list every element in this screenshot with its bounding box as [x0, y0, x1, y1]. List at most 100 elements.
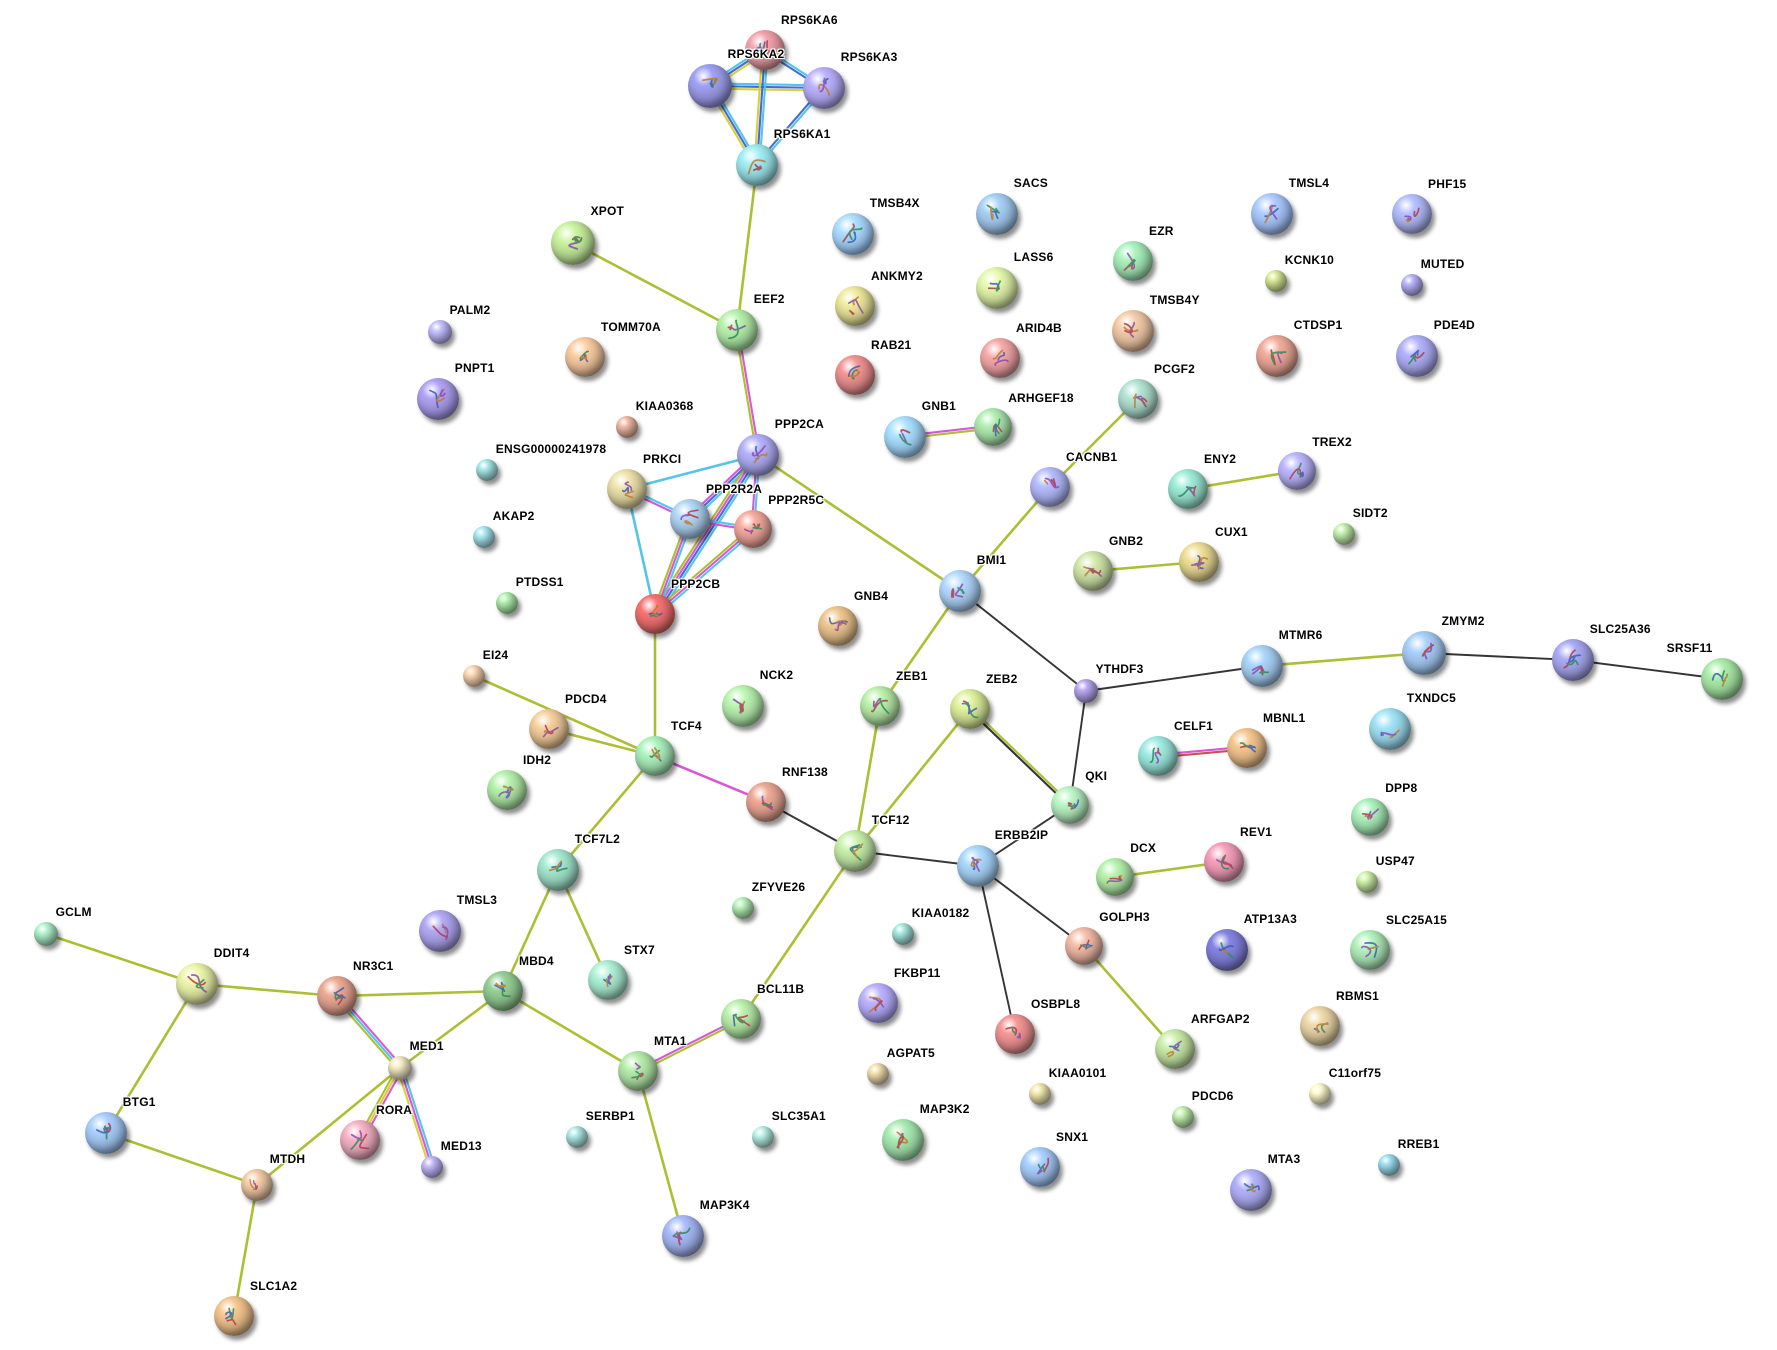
node-SLC25A36[interactable] — [1552, 639, 1594, 681]
node-PDE4D[interactable] — [1396, 335, 1438, 377]
node-PDCD6[interactable] — [1172, 1106, 1194, 1128]
node-RPS6KA1[interactable] — [736, 144, 778, 186]
edge-MTMR6-ZMYM2[interactable] — [1261, 651, 1425, 668]
edge-line-lime[interactable] — [853, 705, 882, 852]
edge-PPP2R5C-PPP2CB[interactable] — [652, 526, 756, 617]
edge-line-yellow[interactable] — [396, 1068, 431, 1169]
node-ARID4B[interactable] — [980, 338, 1020, 378]
edge-line-lime[interactable] — [1083, 945, 1176, 1050]
node-PTDSS1[interactable] — [496, 592, 518, 614]
edge-MTDH-SLC1A2[interactable] — [232, 1184, 259, 1317]
node-GNB4[interactable] — [818, 606, 858, 646]
edge-CACNB1-PCGF2[interactable] — [1049, 398, 1139, 488]
node-DPP8[interactable] — [1351, 798, 1389, 836]
edge-SLC25A36-SRSF11[interactable] — [1572, 659, 1723, 680]
node-AGPAT5[interactable] — [867, 1063, 889, 1085]
node-PPP2R5C[interactable] — [734, 510, 772, 548]
node-TMSL3[interactable] — [419, 910, 461, 952]
edge-line-lime[interactable] — [232, 1184, 259, 1317]
edge-line-lime[interactable] — [735, 164, 759, 331]
edge-BMI1-YTHDF3[interactable] — [959, 590, 1087, 692]
node-MTDH[interactable] — [241, 1169, 273, 1201]
node-YTHDF3[interactable] — [1074, 679, 1098, 703]
edge-ERBB2IP-GOLPH3[interactable] — [977, 865, 1085, 947]
node-NCK2[interactable] — [722, 685, 764, 727]
edge-PPP2CA-PRKCI[interactable] — [626, 453, 759, 491]
edge-line-lime[interactable] — [196, 982, 338, 998]
edge-TCF4-TCF7L2[interactable] — [557, 755, 656, 871]
node-PHF15[interactable] — [1392, 194, 1432, 234]
node-MBD4[interactable] — [483, 971, 523, 1011]
edge-line-lime[interactable] — [878, 590, 962, 707]
node-GNB2[interactable] — [1073, 551, 1113, 591]
edge-line-cyan[interactable] — [401, 1066, 436, 1167]
node-TREX2[interactable] — [1278, 452, 1316, 490]
node-MTMR6[interactable] — [1241, 645, 1283, 687]
node-RAB21[interactable] — [835, 355, 875, 395]
edge-line-lime[interactable] — [970, 707, 1072, 805]
node-GNB1[interactable] — [884, 416, 926, 458]
edge-line-magenta[interactable] — [737, 329, 761, 455]
edge-XPOT-EEF2[interactable] — [572, 241, 738, 332]
edge-line-black[interactable] — [1085, 665, 1263, 692]
node-ATP13A3[interactable] — [1206, 929, 1248, 971]
node-TOMM70A[interactable] — [565, 337, 605, 377]
node-BCL11B[interactable] — [721, 999, 761, 1039]
node-ZEB1[interactable] — [860, 686, 900, 726]
node-CACNB1[interactable] — [1030, 467, 1070, 507]
node-MAP3K2[interactable] — [882, 1119, 924, 1161]
edge-BCL11B-TCF12[interactable] — [739, 850, 857, 1020]
edge-ERBB2IP-OSBPL8[interactable] — [977, 865, 1016, 1035]
edge-ZEB2-QKI[interactable] — [968, 707, 1072, 807]
node-STX7[interactable] — [588, 960, 628, 1000]
edge-line-lime[interactable] — [636, 1070, 685, 1237]
node-ZFYVE26[interactable] — [732, 897, 754, 919]
edge-MTA1-MAP3K4[interactable] — [636, 1070, 685, 1237]
node-CUX1[interactable] — [1179, 542, 1219, 582]
node-GCLM[interactable] — [34, 922, 58, 946]
node-PPP2CA[interactable] — [737, 434, 779, 476]
node-BMI1[interactable] — [939, 570, 981, 612]
node-TMSB4Y[interactable] — [1112, 310, 1154, 352]
node-PCGF2[interactable] — [1118, 379, 1158, 419]
edge-line-cyan[interactable] — [657, 456, 763, 617]
node-KCNK10[interactable] — [1265, 270, 1287, 292]
node-RNF138[interactable] — [746, 782, 786, 822]
edge-line-black[interactable] — [977, 865, 1085, 947]
node-EI24[interactable] — [463, 665, 485, 687]
edge-MBD4-MED1[interactable] — [399, 989, 504, 1070]
node-ARHGEF18[interactable] — [974, 408, 1012, 446]
edge-line-black[interactable] — [968, 709, 1070, 807]
node-MED13[interactable] — [421, 1156, 443, 1178]
edge-MBD4-MTA1[interactable] — [502, 989, 639, 1073]
edge-line-black[interactable] — [1572, 659, 1723, 680]
edge-ZEB1-BMI1[interactable] — [878, 590, 962, 707]
node-DDIT4[interactable] — [176, 963, 218, 1005]
edge-line-lime[interactable] — [739, 850, 857, 1020]
edge-MED1-MTDH[interactable] — [256, 1066, 401, 1187]
node-PRKCI[interactable] — [607, 469, 647, 509]
edge-DDIT4-GCLM[interactable] — [45, 932, 198, 986]
node-PPP2R2A[interactable] — [670, 499, 710, 539]
edge-line-lime[interactable] — [105, 1131, 258, 1187]
node-GOLPH3[interactable] — [1065, 927, 1103, 965]
edge-line-lime[interactable] — [572, 241, 738, 332]
node-KIAA0368[interactable] — [616, 416, 638, 438]
edge-ZMYM2-SLC25A36[interactable] — [1423, 652, 1574, 661]
node-SLC35A1[interactable] — [752, 1126, 774, 1148]
node-CELF1[interactable] — [1138, 736, 1178, 776]
node-MUTED[interactable] — [1401, 274, 1423, 296]
node-TMSL4[interactable] — [1251, 193, 1293, 235]
edge-BMI1-CACNB1[interactable] — [959, 486, 1051, 592]
node-MBNL1[interactable] — [1227, 728, 1267, 768]
edge-line-lime[interactable] — [336, 989, 504, 998]
node-MTA3[interactable] — [1230, 1169, 1272, 1211]
edge-ZEB2-TCF12[interactable] — [853, 708, 972, 852]
node-SERBP1[interactable] — [566, 1126, 588, 1148]
node-RPS6KA3[interactable] — [803, 67, 845, 109]
edge-line-lime[interactable] — [1261, 651, 1425, 668]
node-MAP3K4[interactable] — [662, 1215, 704, 1257]
edge-TCF7L2-MBD4[interactable] — [501, 869, 560, 992]
node-C11orf75[interactable] — [1309, 1083, 1331, 1105]
edge-line-cyan[interactable] — [626, 453, 759, 491]
